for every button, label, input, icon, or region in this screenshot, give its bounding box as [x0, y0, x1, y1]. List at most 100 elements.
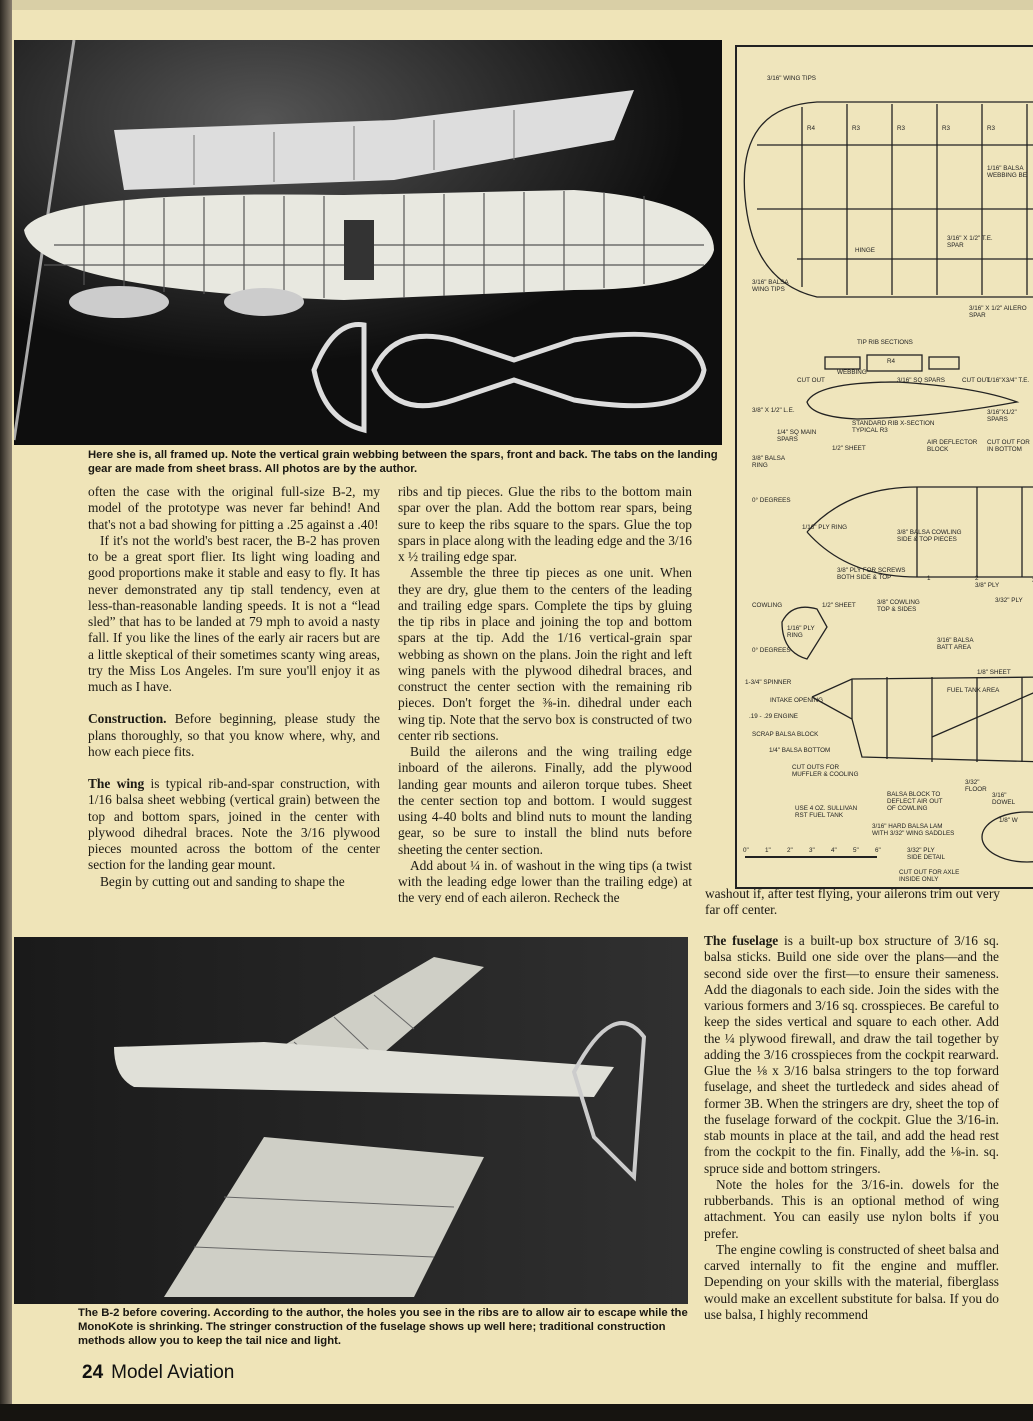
- plan-label: 3/16" x 1/2" AILERO SPAR: [969, 305, 1027, 319]
- plan-drawing: [743, 101, 1033, 863]
- publication-name: Model Aviation: [111, 1362, 235, 1383]
- plan-label: 1/2" SHEET: [822, 602, 856, 609]
- plan-label: STANDARD RIB X-SECTION TYPICAL R3: [852, 420, 935, 434]
- construction-plan: 3/16" WING TIPS R4 R3 R3 R3 R3 1/16" BALSA WEB…: [735, 45, 1033, 889]
- plan-label: R3: [987, 125, 996, 132]
- plan-label: 1/2" SHEET: [832, 445, 866, 452]
- paragraph: Begin by cutting out and sanding to shap…: [88, 874, 380, 890]
- section-heading: The fuselage: [704, 933, 779, 948]
- article-column-1: often the case with the original full-si…: [88, 484, 380, 890]
- plan-label: 3/8" PLY FOR SCREWS BOTH SIDE & TOP: [837, 567, 906, 581]
- plan-label: BALSA BLOCK TO DEFLECT AIR OUT OF COWLIN…: [887, 791, 943, 812]
- scale-tick-label: 2": [787, 847, 793, 854]
- plan-label: 3/8" BALSA COWLING SIDE & TOP PIECES: [897, 529, 962, 543]
- paragraph-construction: Construction. Before beginning, please s…: [88, 711, 380, 760]
- page-number: 24: [82, 1362, 104, 1383]
- paragraph-text: If it's not the world's best racer, the …: [88, 532, 380, 694]
- paragraph-text: Before beginning, please study the plans…: [88, 711, 380, 759]
- plan-label: 3/16" HARD BALSA LAM WITH 3/32" WING SAD…: [872, 823, 955, 837]
- plan-label: 1: [927, 575, 931, 582]
- plan-label: CUT OUT: [797, 377, 825, 384]
- page-edge-left: [0, 0, 12, 1421]
- plan-label: 1/16"x3/4" T.E.: [987, 377, 1030, 384]
- paragraph: If it's not the world's best racer, the …: [88, 533, 380, 696]
- plan-label: 3/16" BALSA WING TIPS: [752, 279, 789, 293]
- plan-label: 0° DEGREES: [752, 497, 791, 504]
- paragraph: washout if, after test flying, your aile…: [705, 886, 1000, 919]
- scale-tick-label: 6": [875, 847, 881, 854]
- plan-label: R3: [897, 125, 906, 132]
- plan-label: 1/8" W: [999, 817, 1018, 824]
- paragraph: often the case with the original full-si…: [88, 484, 380, 533]
- paragraph-fuselage: The fuselage is a built-up box structure…: [704, 933, 999, 1177]
- plan-label: 3/16" BALSA BATT AREA: [937, 637, 974, 651]
- airplane-uncovered-photo: [14, 937, 688, 1304]
- paragraph-text: ribs and tip pieces. Glue the ribs to th…: [398, 484, 692, 564]
- plan-label: CUT OUT FOR AXLE INSIDE ONLY: [899, 869, 960, 883]
- paragraph-text: The engine cowling is constructed of she…: [704, 1241, 999, 1322]
- paragraph-text: Note the holes for the 3/16-in. dowels f…: [704, 1176, 999, 1241]
- paragraph-text: often the case with the original full-si…: [88, 484, 380, 532]
- paragraph: Add about ¼ in. of washout in the wing t…: [398, 858, 692, 907]
- section-heading: The wing: [88, 776, 145, 791]
- article-column-3: The fuselage is a built-up box structure…: [704, 933, 999, 1323]
- plan-label: 3/32" PLY: [995, 597, 1023, 604]
- plan-label: 3/8" BALSA RING: [752, 455, 786, 469]
- paragraph-text: is a built-up box structure of 3/16 sq. …: [704, 933, 999, 1176]
- scale-tick-label: 5": [853, 847, 859, 854]
- scale-tick-label: 1": [765, 847, 771, 854]
- plan-label: .19 - .29 ENGINE: [749, 713, 798, 720]
- plan-label: 0° DEGREES: [752, 647, 791, 654]
- plan-label: R4: [887, 358, 896, 365]
- photo-wing-framed: [14, 40, 722, 445]
- plan-label: HINGE: [855, 247, 875, 254]
- paragraph-text: Add about ¼ in. of washout in the wing t…: [398, 857, 692, 906]
- plan-label: TIP RIB SECTIONS: [857, 339, 913, 346]
- plan-label: SCRAP BALSA BLOCK: [752, 731, 819, 738]
- plan-label: 1/4" BALSA BOTTOM: [769, 747, 831, 754]
- paragraph: Build the ailerons and the wing trailing…: [398, 744, 692, 858]
- plan-label: R3: [942, 125, 951, 132]
- paragraph: Note the holes for the 3/16-in. dowels f…: [704, 1177, 999, 1242]
- article-column-3-top: washout if, after test flying, your aile…: [705, 886, 1000, 919]
- page-footer: 24 Model Aviation: [82, 1362, 234, 1384]
- paragraph-text: is typical rib-and-spar construction, wi…: [88, 776, 380, 873]
- plan-label: 3/32" FLOOR: [965, 779, 987, 793]
- plan-label: 3/8" x 1/2" L.E.: [752, 407, 795, 414]
- plan-label: 3/16" WING TIPS: [767, 75, 817, 82]
- plan-label: 1/16" PLY RING: [802, 524, 848, 531]
- plan-label: 1/8" SHEET: [977, 669, 1011, 676]
- paragraph-text: Build the ailerons and the wing trailing…: [398, 744, 692, 857]
- plan-label: CUT OUT: [962, 377, 990, 384]
- photo-top-caption: Here she is, all framed up. Note the ver…: [88, 449, 718, 475]
- plan-label: FUEL TANK AREA: [947, 687, 1000, 694]
- paragraph-text: washout if, after test flying, your aile…: [705, 886, 1000, 918]
- plan-label: CUT OUTS FOR MUFFLER & COOLING: [792, 764, 859, 778]
- plan-label: 3/16"x1/2" SPARS: [987, 409, 1017, 423]
- paragraph-wing: The wing is typical rib-and-spar constru…: [88, 776, 380, 874]
- plan-label: 2 3/8" PLY: [975, 575, 1000, 589]
- plan-label: R3: [852, 125, 861, 132]
- scale-tick-label: 4": [831, 847, 837, 854]
- plan-label: 3/16" SQ SPARS: [897, 377, 945, 384]
- plan-label: 3/32" PLY SIDE DETAIL: [907, 847, 946, 861]
- plan-label: 1/16" BALSA WEBBING BE: [987, 165, 1027, 179]
- plan-label: USE 4 OZ. SULLIVAN RST FUEL TANK: [795, 805, 858, 819]
- paragraph: Assemble the three tip pieces as one uni…: [398, 565, 692, 744]
- photo-b2-before-covering: [14, 937, 688, 1304]
- page-edge-bottom: [0, 1404, 1033, 1421]
- plan-label: R4: [807, 125, 816, 132]
- article-column-2: ribs and tip pieces. Glue the ribs to th…: [398, 484, 692, 907]
- plan-label: 1/4" SQ MAIN SPARS: [777, 429, 817, 443]
- plan-label: 3/16" x 1/2" T.E. SPAR: [947, 235, 993, 249]
- page-edge-top: [0, 0, 1033, 10]
- paragraph: The engine cowling is constructed of she…: [704, 1242, 999, 1323]
- paragraph: ribs and tip pieces. Glue the ribs to th…: [398, 484, 692, 565]
- plan-label: 1-3/4" SPINNER: [745, 679, 792, 686]
- section-heading: Construction.: [88, 711, 167, 727]
- scale-tick-label: 3": [809, 847, 815, 854]
- photo-bottom-caption: The B-2 before covering. According to th…: [78, 1307, 688, 1347]
- plan-label: 3/16" DOWEL: [992, 792, 1016, 806]
- plan-label: COWLING: [752, 602, 783, 609]
- plan-label: 3/8" COWLING TOP & SIDES: [877, 599, 920, 613]
